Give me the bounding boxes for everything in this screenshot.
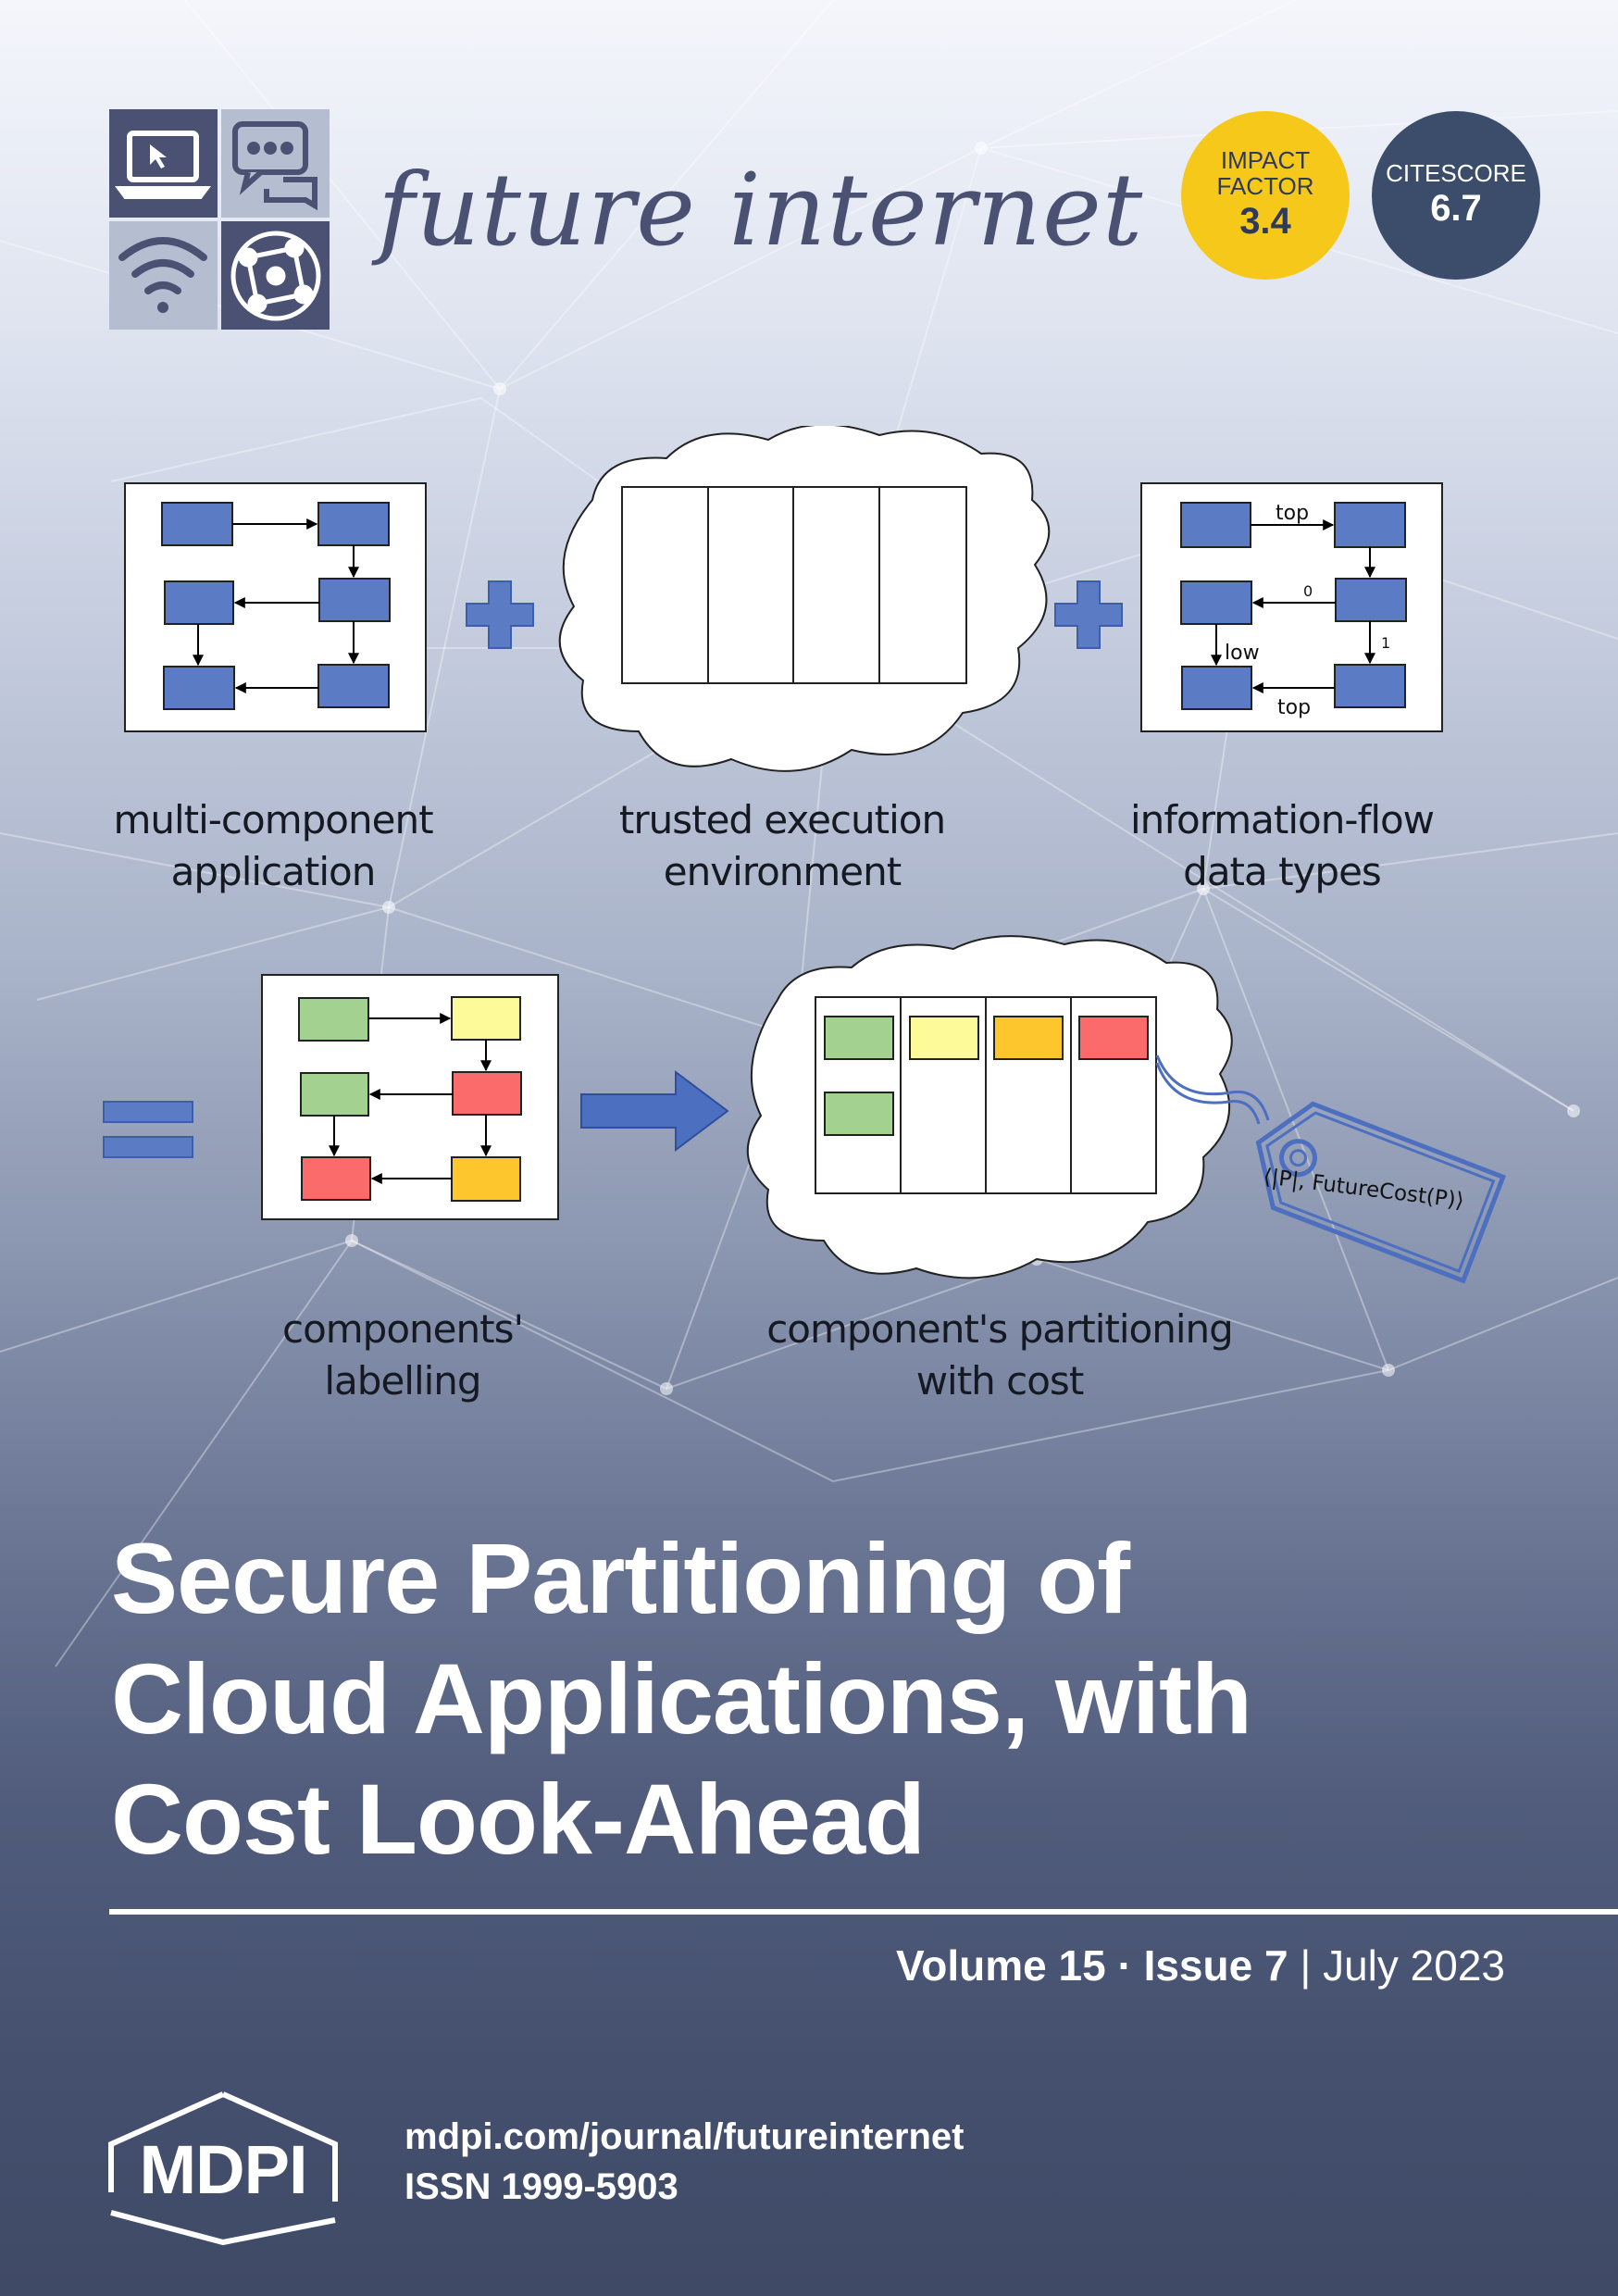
caption-line: components' <box>281 1306 524 1352</box>
edge-label: top <box>1277 696 1311 719</box>
labelled-node <box>298 997 369 1042</box>
journal-logo <box>109 109 330 330</box>
mdpi-logo <box>108 2091 338 2246</box>
labelling-panel <box>261 974 559 1220</box>
component-node <box>164 580 234 625</box>
equals-icon <box>103 1101 193 1158</box>
partitioning-cloud <box>746 935 1233 1279</box>
labelled-node <box>451 996 521 1041</box>
component-node <box>163 666 235 710</box>
caption-multi-component: multi-component application <box>102 794 444 898</box>
citescore-badge: CITESCORE 6.7 <box>1372 111 1540 280</box>
impact-factor-badge: IMPACT FACTOR 3.4 <box>1181 111 1350 280</box>
partition-node <box>909 1016 979 1060</box>
information-flow-panel: top 0 low 1 top <box>1140 482 1443 732</box>
partition-node <box>824 1016 894 1060</box>
caption-partitioning: component's partitioning with cost <box>759 1304 1240 1407</box>
caption-line: trusted execution <box>618 797 946 842</box>
component-node <box>317 664 390 708</box>
component-node <box>1334 664 1406 708</box>
component-node <box>318 578 391 622</box>
citescore-label: CITESCORE <box>1386 159 1526 187</box>
component-node <box>1181 666 1252 710</box>
chat-bubbles-icon <box>232 121 317 211</box>
edge-label: 1 <box>1381 634 1390 652</box>
issue-date: July 2023 <box>1323 1941 1505 1990</box>
caption-labelling: components' labelling <box>250 1304 555 1407</box>
partitioning-diagram: top 0 low 1 top <box>103 426 1507 1284</box>
caption-line: environment <box>663 849 902 894</box>
impact-factor-label-1: IMPACT <box>1220 146 1311 174</box>
citescore-value: 6.7 <box>1430 188 1482 229</box>
caption-tee: trusted execution environment <box>602 794 963 898</box>
partition-node <box>1078 1016 1149 1060</box>
article-title-line: Secure Partitioning of <box>111 1522 1130 1634</box>
publisher-name: MDPI <box>139 2131 308 2208</box>
article-title-line: Cloud Applications, with <box>111 1642 1252 1754</box>
tee-cloud <box>558 426 1051 772</box>
caption-line: application <box>170 849 377 894</box>
labelled-node <box>301 1156 371 1201</box>
issue-info: Volume 15 · Issue 7 | July 2023 <box>896 1940 1505 1990</box>
journal-url[interactable]: mdpi.com/journal/futureinternet <box>404 2116 965 2157</box>
labelled-node <box>300 1072 369 1117</box>
caption-line: data types <box>1183 849 1382 894</box>
issn: ISSN 1999-5903 <box>404 2166 678 2207</box>
component-node <box>1334 502 1406 548</box>
divider <box>109 1909 1618 1915</box>
partition-node <box>993 1016 1064 1060</box>
globe-network-icon <box>230 231 321 321</box>
labelled-node <box>452 1071 522 1116</box>
plus-icon <box>466 580 534 649</box>
edge-label: 0 <box>1303 582 1313 600</box>
component-node <box>1335 578 1407 622</box>
issue-separator: · <box>1105 1941 1144 1990</box>
plus-icon <box>1054 580 1123 649</box>
component-node <box>317 502 390 546</box>
article-title-line: Cost Look-Ahead <box>111 1763 926 1875</box>
caption-line: information-flow <box>1129 797 1435 842</box>
issue-number: Issue 7 <box>1143 1941 1288 1990</box>
impact-factor-label-2: FACTOR <box>1216 172 1314 200</box>
caption-line: with cost <box>915 1358 1085 1404</box>
journal-name: future internet <box>378 153 1144 268</box>
edge-label: top <box>1276 502 1309 525</box>
multi-component-panel <box>124 482 427 732</box>
date-separator: | <box>1288 1941 1324 1990</box>
partition-node <box>824 1092 894 1136</box>
laptop-cursor-icon <box>115 131 211 199</box>
right-arrow-icon <box>580 1070 729 1152</box>
component-node <box>1180 580 1252 625</box>
labelled-node <box>451 1156 521 1202</box>
caption-line: component's partitioning <box>766 1306 1234 1352</box>
article-title: Secure Partitioning of Cloud Application… <box>111 1518 1555 1879</box>
impact-factor-value: 3.4 <box>1239 201 1291 242</box>
wifi-icon <box>118 237 207 313</box>
caption-line: multi-component <box>113 797 433 842</box>
caption-information-flow: information-flow data types <box>1111 794 1453 898</box>
caption-line: labelling <box>324 1358 481 1404</box>
component-node <box>161 502 233 546</box>
volume: Volume 15 <box>895 1941 1106 1990</box>
component-node <box>1180 502 1251 548</box>
edge-label: low <box>1225 642 1260 665</box>
